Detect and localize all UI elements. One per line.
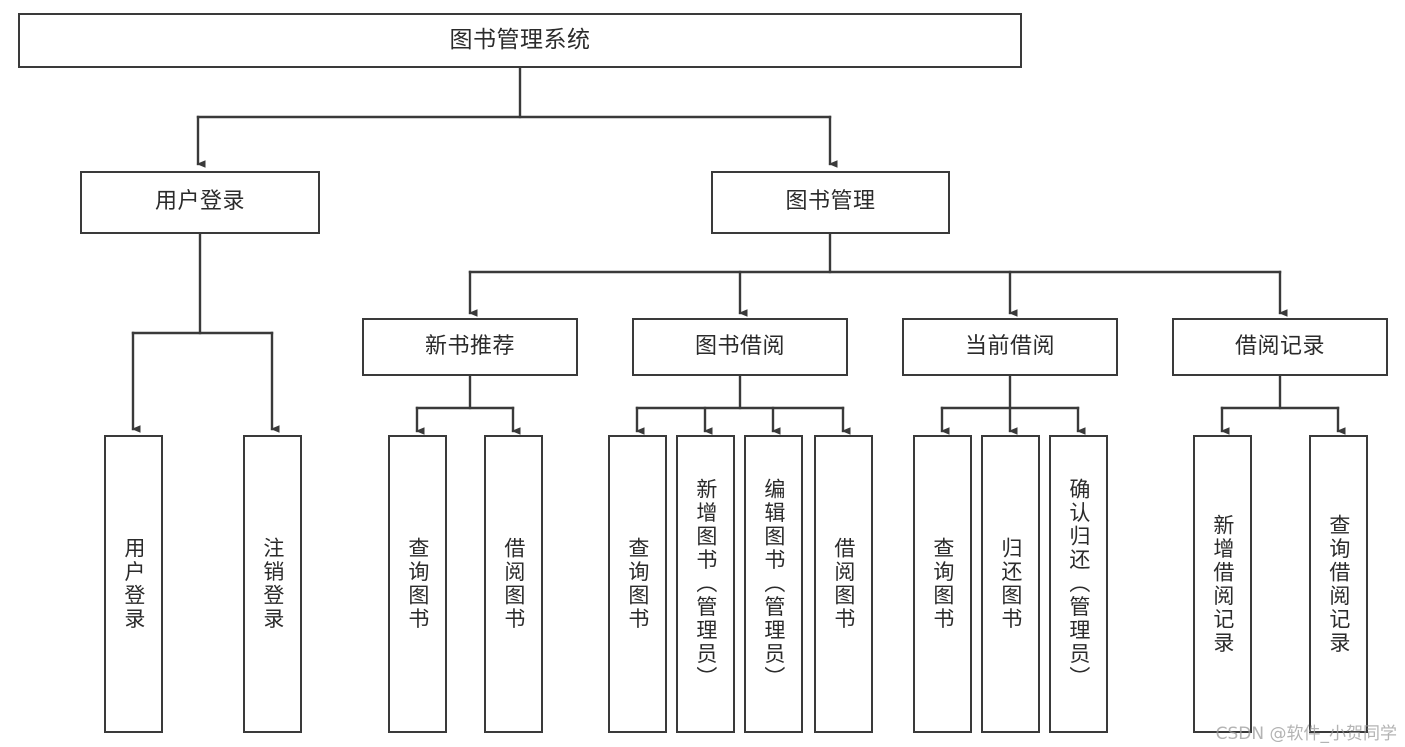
leaf-book-borrow-query[interactable]: 查询图书 bbox=[608, 435, 667, 733]
leaf-borrow-record-add[interactable]: 新增借阅记录 bbox=[1193, 435, 1252, 733]
node-label: 新书推荐 bbox=[424, 333, 515, 359]
node-label: 查询图书 bbox=[625, 537, 650, 631]
node-label: 借阅图书 bbox=[831, 537, 856, 631]
leaf-book-borrow-edit[interactable]: 编辑图书（管理员） bbox=[744, 435, 803, 733]
leaf-user-login-logout[interactable]: 注销登录 bbox=[243, 435, 302, 733]
node-label: 注销登录 bbox=[260, 537, 285, 631]
node-label: 借阅记录 bbox=[1234, 333, 1325, 359]
node-label: 查询借阅记录 bbox=[1326, 513, 1351, 655]
node-user-login[interactable]: 用户登录 bbox=[80, 171, 320, 234]
node-root-system[interactable]: 图书管理系统 bbox=[18, 13, 1022, 68]
node-book-borrow[interactable]: 图书借阅 bbox=[632, 318, 848, 376]
node-label: 用户登录 bbox=[154, 189, 245, 215]
leaf-current-borrow-confirm-return[interactable]: 确认归还（管理员） bbox=[1049, 435, 1108, 733]
csdn-watermark: CSDN @软件_小贺同学 bbox=[1215, 724, 1397, 744]
node-label: 用户登录 bbox=[121, 537, 146, 631]
node-label: 借阅图书 bbox=[501, 537, 526, 631]
leaf-user-login-login[interactable]: 用户登录 bbox=[104, 435, 163, 733]
node-label: 新增图书（管理员） bbox=[693, 478, 718, 690]
node-label: 查询图书 bbox=[930, 537, 955, 631]
leaf-book-borrow-add[interactable]: 新增图书（管理员） bbox=[676, 435, 735, 733]
leaf-new-book-borrow[interactable]: 借阅图书 bbox=[484, 435, 543, 733]
leaf-current-borrow-query[interactable]: 查询图书 bbox=[913, 435, 972, 733]
node-book-management[interactable]: 图书管理 bbox=[711, 171, 950, 234]
leaf-borrow-record-query[interactable]: 查询借阅记录 bbox=[1309, 435, 1368, 733]
leaf-new-book-query[interactable]: 查询图书 bbox=[388, 435, 447, 733]
node-current-borrow[interactable]: 当前借阅 bbox=[902, 318, 1118, 376]
leaf-book-borrow-borrow[interactable]: 借阅图书 bbox=[814, 435, 873, 733]
leaf-current-borrow-return[interactable]: 归还图书 bbox=[981, 435, 1040, 733]
node-label: 确认归还（管理员） bbox=[1066, 478, 1091, 690]
node-label: 图书管理系统 bbox=[449, 26, 591, 53]
node-new-book-recommend[interactable]: 新书推荐 bbox=[362, 318, 578, 376]
node-label: 当前借阅 bbox=[964, 333, 1055, 359]
node-label: 查询图书 bbox=[405, 537, 430, 631]
node-borrow-record[interactable]: 借阅记录 bbox=[1172, 318, 1388, 376]
node-label: 新增借阅记录 bbox=[1210, 513, 1235, 655]
node-label: 编辑图书（管理员） bbox=[761, 478, 786, 690]
node-label: 图书管理 bbox=[785, 189, 876, 215]
node-label: 图书借阅 bbox=[694, 333, 785, 359]
node-label: 归还图书 bbox=[998, 537, 1023, 631]
